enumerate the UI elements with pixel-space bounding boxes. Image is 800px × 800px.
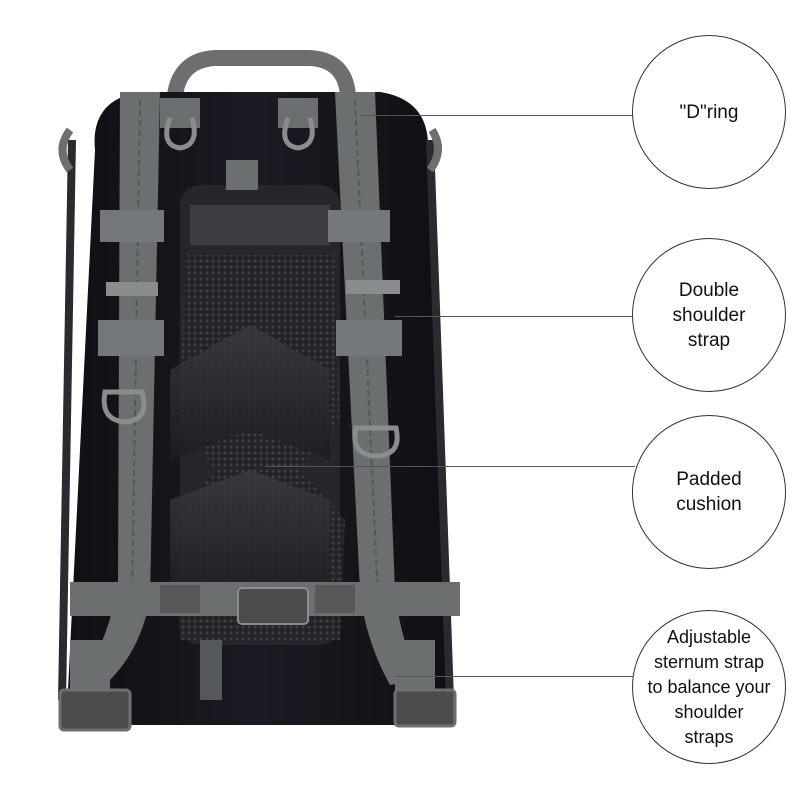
callout-line: shoulder xyxy=(672,304,746,326)
callout-adjustable-sternum-strap: Adjustable sternum strap to balance your… xyxy=(632,610,786,764)
d-ring-icon xyxy=(352,425,400,459)
callout-d-ring: "D"ring xyxy=(632,35,786,189)
carry-handle xyxy=(167,50,356,103)
leader-line-d-ring xyxy=(360,115,635,116)
callout-line: straps xyxy=(684,726,734,747)
leader-line-shoulder-strap xyxy=(395,316,635,317)
callout-line: Adjustable xyxy=(666,626,752,647)
d-ring-icon xyxy=(164,117,197,151)
callout-line: Padded xyxy=(676,469,742,490)
d-ring-icon xyxy=(101,389,147,425)
buckle-icon xyxy=(237,587,309,625)
leader-line-padded-cushion xyxy=(265,466,635,467)
callout-padded-cushion: Padded cushion xyxy=(632,415,786,569)
callout-line: Double xyxy=(678,279,740,301)
callout-line: sternum strap xyxy=(653,651,765,672)
leader-line-sternum-strap xyxy=(395,676,635,677)
d-ring-icon xyxy=(282,117,315,151)
callout-line: strap xyxy=(687,329,731,351)
callout-line: "D"ring xyxy=(679,101,739,123)
callout-double-shoulder-strap: Double shoulder strap xyxy=(632,238,786,392)
callout-line: cushion xyxy=(676,494,742,515)
callout-line: to balance your xyxy=(647,676,771,697)
callout-line: shoulder xyxy=(674,701,744,722)
